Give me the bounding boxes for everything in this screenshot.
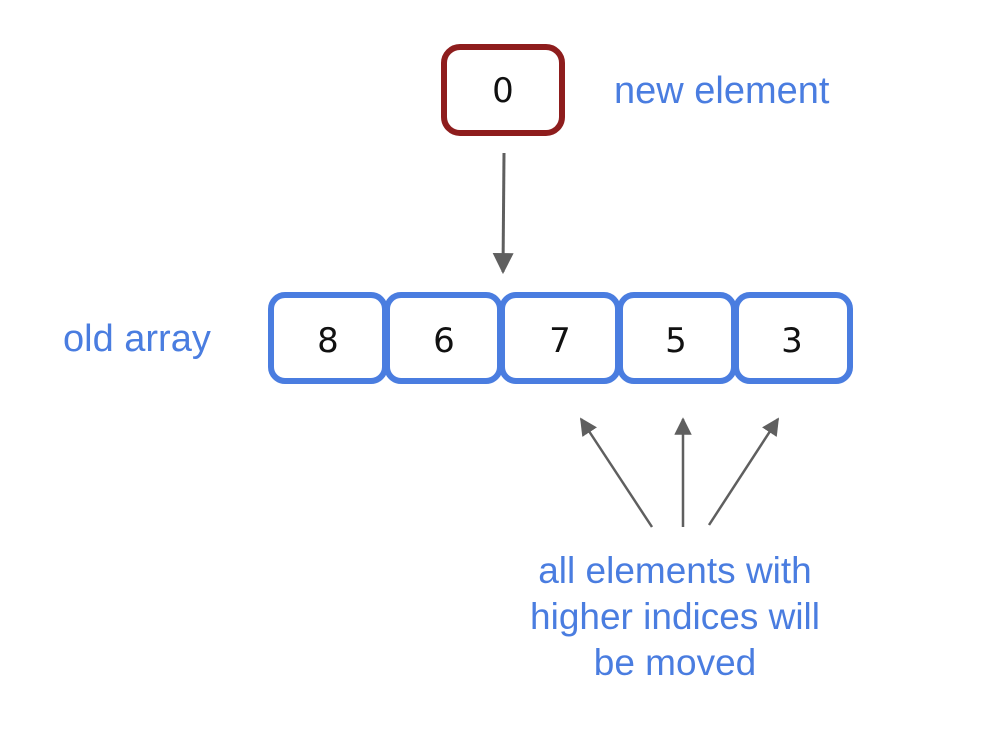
new-element-box: 0 (441, 44, 565, 136)
shift-arrow-left (579, 417, 654, 528)
array-cell-value: 3 (781, 321, 803, 361)
array-cell: 5 (617, 292, 737, 384)
shift-note-line: all elements with (538, 550, 812, 591)
new-element-value: 0 (492, 71, 514, 111)
array-cell: 7 (499, 292, 621, 384)
array-cell-value: 5 (665, 321, 687, 361)
shift-arrow-right (707, 417, 780, 526)
array-cell-value: 7 (549, 321, 571, 361)
array-cell: 8 (268, 292, 388, 384)
array-cell-value: 6 (433, 321, 455, 361)
shift-note: all elements with higher indices will be… (500, 548, 850, 686)
new-element-label: new element (614, 70, 830, 112)
array-cell-value: 8 (317, 321, 339, 361)
shift-note-line: be moved (593, 642, 757, 683)
array-cell: 6 (384, 292, 503, 384)
insert-arrow (492, 152, 514, 275)
old-array-label: old array (63, 318, 211, 360)
old-array: 8 6 7 5 3 (268, 292, 853, 384)
array-cell: 3 (733, 292, 853, 384)
shift-note-line: higher indices will (530, 596, 820, 637)
